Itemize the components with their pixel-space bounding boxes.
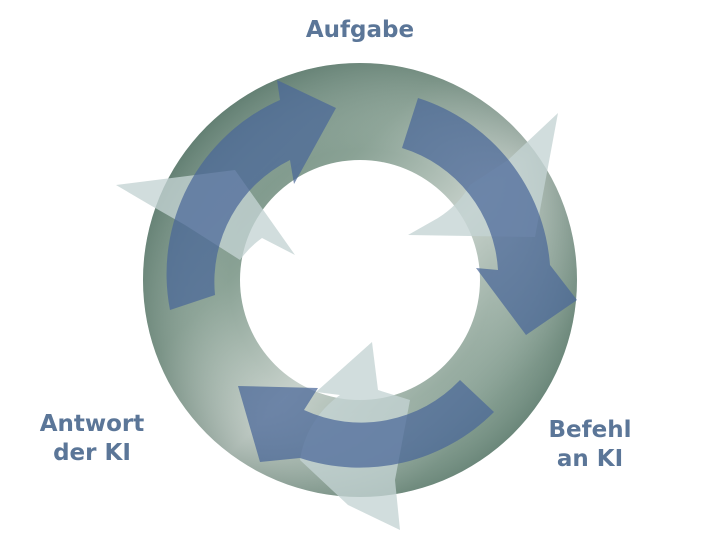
label-command-line2: an KI bbox=[556, 446, 624, 472]
label-command: Befehl an KI bbox=[538, 416, 642, 474]
label-task: Aufgabe bbox=[300, 16, 420, 45]
blue-arrow-left bbox=[166, 80, 336, 310]
blue-arrow-right bbox=[402, 98, 577, 335]
label-command-line1: Befehl bbox=[548, 417, 632, 443]
blue-arrow-bottom bbox=[238, 380, 494, 468]
label-answer-line1: Antwort bbox=[39, 411, 145, 437]
label-answer: Antwort der KI bbox=[32, 410, 152, 468]
label-answer-line2: der KI bbox=[53, 440, 131, 466]
label-task-text: Aufgabe bbox=[305, 17, 415, 43]
